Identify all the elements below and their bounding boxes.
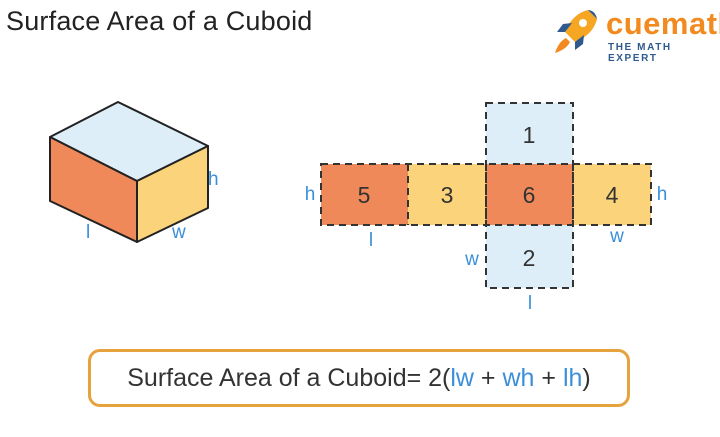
net-dim-w-side: w [464, 249, 479, 270]
net-face-4 [573, 164, 651, 225]
net-dim-w-under: w [609, 226, 624, 247]
net-dim-l-under: l [369, 230, 373, 251]
logo-name: cuemath [606, 6, 720, 41]
net-face-2 [486, 225, 573, 288]
net-label-2: 2 [523, 245, 536, 271]
logo-tagline: THE MATH EXPERT [608, 42, 672, 64]
net-dim-l-bottom: l [528, 293, 532, 314]
net-face-6 [486, 164, 573, 225]
cuemath-logo: cuemath THE MATH EXPERT [548, 4, 720, 64]
net-face-5 [321, 164, 408, 225]
formula-term-lh: lh [562, 363, 583, 392]
rocket-icon [555, 10, 597, 53]
page-title: Surface Area of a Cuboid [6, 6, 313, 36]
net-label-1: 1 [523, 122, 536, 148]
net-outline [320, 102, 652, 289]
formula-plus-1: + [473, 363, 503, 392]
net-label-6: 6 [523, 182, 536, 208]
net-dim-h-left: h [305, 184, 316, 205]
cuboid-label-w: w [171, 222, 186, 243]
formula-term-wh: wh [502, 363, 535, 392]
formula-prefix: Surface Area of a Cuboid= 2( [127, 363, 451, 392]
net-label-4: 4 [606, 182, 619, 208]
net-dim-h-right: h [657, 184, 668, 205]
net-face-3 [408, 164, 486, 225]
net-label-3: 3 [441, 182, 454, 208]
net-face-1 [486, 103, 573, 164]
formula-plus-2: + [534, 363, 563, 392]
net-label-5: 5 [358, 182, 371, 208]
cuboid-label-l: l [86, 222, 90, 243]
cuboid-side-face [136, 145, 209, 243]
formula-term-lw: lw [450, 363, 474, 392]
formula-box: Surface Area of a Cuboid= 2(lw + wh + lh… [88, 349, 630, 407]
cuboid-label-h: h [208, 169, 219, 190]
formula-suffix: ) [582, 363, 591, 392]
